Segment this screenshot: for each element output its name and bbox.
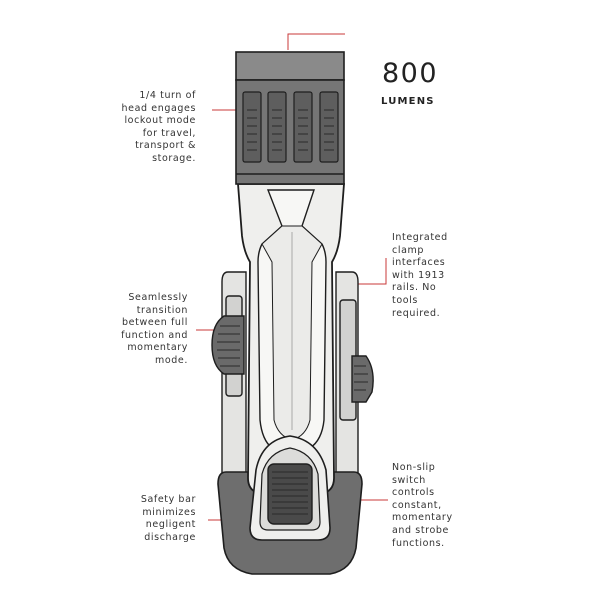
- grip-slot: [267, 91, 287, 163]
- callout-line: interfaces: [392, 257, 446, 269]
- callout-line: discharge: [144, 531, 196, 543]
- tail-switch: [267, 463, 313, 525]
- callout-line: function and: [121, 329, 188, 341]
- lumens-value: 800: [382, 58, 439, 89]
- grip-slot: [319, 91, 339, 163]
- lumens-label: LUMENS: [381, 96, 435, 107]
- callout-line: tools: [392, 294, 418, 306]
- clamp-lever-ribs: [354, 365, 368, 391]
- callout-line: Safety bar: [140, 494, 196, 505]
- callout-line: between full: [122, 317, 188, 329]
- callout-line: rails. No: [392, 282, 437, 294]
- mode-paddle-shape: [211, 315, 245, 375]
- callout-line: momentary: [392, 512, 453, 524]
- callout-safety: Safety bar minimizes negligent discharge: [141, 494, 196, 544]
- callout-line: momentary: [127, 342, 188, 354]
- callout-line: controls: [392, 487, 435, 499]
- callout-line: transition: [136, 304, 188, 316]
- callout-line: mode.: [155, 354, 188, 366]
- grip-slot: [242, 91, 262, 163]
- callout-line: minimizes: [142, 506, 196, 518]
- callout-line: switch: [392, 474, 426, 486]
- mode-paddle-ribs: [217, 325, 240, 367]
- head-slot-ridges: [247, 109, 334, 151]
- grip-slot: [293, 91, 313, 163]
- clamp-lever: [351, 355, 374, 403]
- clamp-lever-shape: [351, 355, 374, 403]
- callout-line: head engages: [121, 102, 196, 114]
- callout-line: lockout mode: [124, 115, 196, 127]
- callout-line: Integrated: [392, 232, 448, 243]
- callout-line: storage.: [152, 152, 196, 164]
- leader-head-top: [287, 33, 345, 50]
- callout-switch: Non-slip switch controls constant, momen…: [392, 462, 453, 550]
- callout-line: negligent: [145, 519, 196, 531]
- callout-line: constant,: [392, 499, 442, 511]
- callout-clamp: Integrated clamp interfaces with 1913 ra…: [392, 232, 448, 320]
- mode-paddle: [211, 315, 245, 375]
- head-top-band: [235, 51, 345, 81]
- callout-mode: Seamlessly transition between full funct…: [121, 292, 188, 368]
- slot-ridge-lines: [247, 109, 334, 151]
- callout-line: transport &: [135, 140, 196, 152]
- callout-line: and strobe: [392, 524, 449, 536]
- callout-line: 1/4 turn of: [139, 90, 196, 101]
- callout-head-lockout: 1/4 turn of head engages lockout mode fo…: [122, 90, 196, 166]
- callout-line: required.: [392, 307, 441, 319]
- leader-clamp: [352, 258, 387, 285]
- callout-line: Seamlessly: [128, 292, 188, 303]
- callout-line: Non-slip: [392, 462, 436, 473]
- tail-switch-ribs: [272, 471, 308, 515]
- callout-line: with 1913: [392, 269, 445, 281]
- callout-line: clamp: [392, 244, 424, 256]
- callout-line: functions.: [392, 537, 445, 549]
- callout-line: for travel,: [142, 127, 196, 139]
